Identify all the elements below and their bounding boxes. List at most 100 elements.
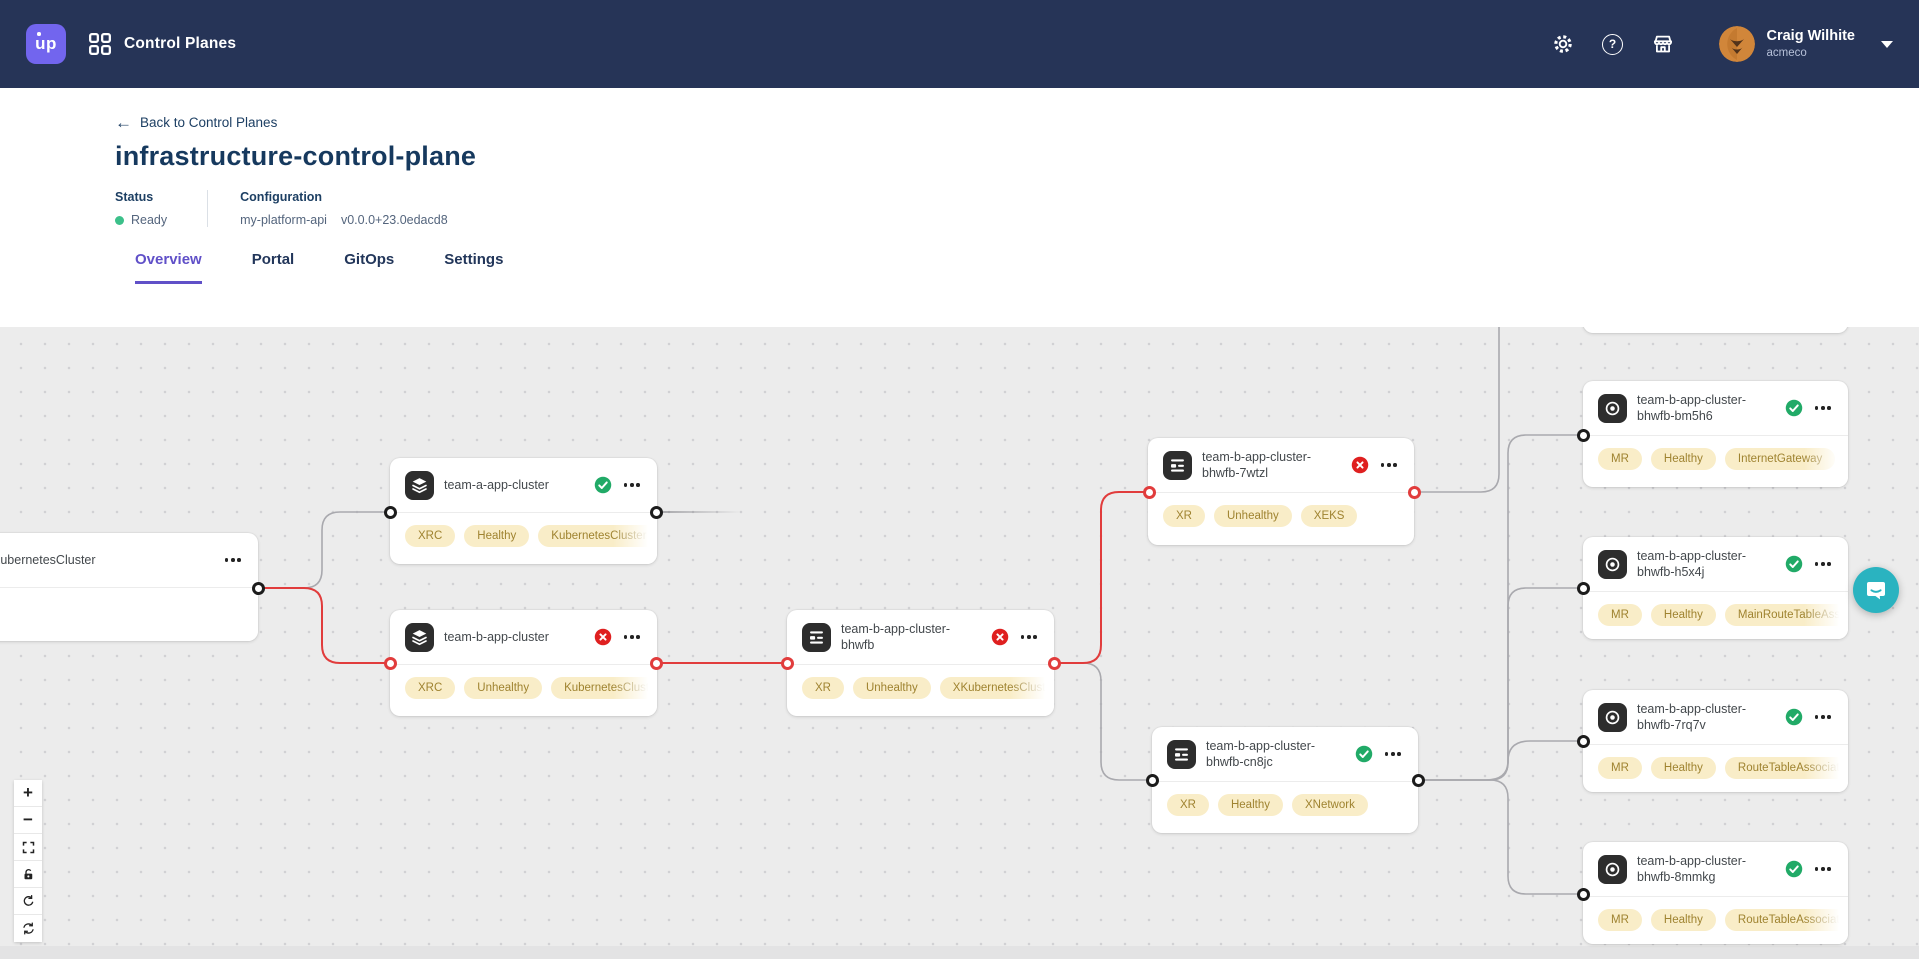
composite-icon <box>1167 739 1196 769</box>
tab-bar: Overview Portal GitOps Settings <box>0 251 1919 284</box>
meta-divider <box>207 190 209 227</box>
lock-button[interactable] <box>14 861 42 888</box>
node-menu-button[interactable] <box>1019 629 1039 645</box>
node-menu-button[interactable] <box>1813 400 1833 416</box>
connection-handle[interactable] <box>1576 734 1590 748</box>
chat-launcher-button[interactable] <box>1853 567 1899 613</box>
resource-badge: KubernetesCluster <box>551 677 657 699</box>
status-error-icon <box>1351 456 1369 474</box>
resource-badge: MainRouteTableAssociation <box>1724 604 1848 626</box>
help-icon[interactable]: ? <box>1601 32 1625 56</box>
user-name: Craig Wilhite <box>1766 28 1856 45</box>
node-badges: XRC Unhealthy KubernetesCluster <box>390 664 657 712</box>
node-badges: MR Healthy MainRouteTableAssociation <box>1583 591 1848 639</box>
layers-icon <box>405 470 434 500</box>
reset-view-button[interactable] <box>14 888 42 915</box>
tab-settings[interactable]: Settings <box>444 251 504 268</box>
app-title: Control Planes <box>124 35 237 52</box>
graph-edge <box>1414 327 1500 493</box>
connection-handle[interactable] <box>1142 485 1156 499</box>
graph-edge <box>1418 587 1583 781</box>
connection-handle[interactable] <box>1145 773 1159 787</box>
connection-handle[interactable] <box>649 656 663 670</box>
connection-handle[interactable] <box>383 656 397 670</box>
node-title: team-b-app-cluster-bhwfb-7rq7v <box>1637 701 1747 732</box>
resource-graph-canvas[interactable]: +− KKubernetesClusterAPI team-a-app-clust… <box>0 327 1919 959</box>
configuration-version: v0.0.0+23.0edacd8 <box>340 213 448 227</box>
upbound-logo[interactable]: up <box>26 24 66 64</box>
refresh-button[interactable] <box>14 915 42 942</box>
node-menu-button[interactable] <box>1383 746 1403 762</box>
zoom-in-button[interactable]: + <box>14 780 42 807</box>
connection-handle[interactable] <box>1411 773 1425 787</box>
resource-badge: Healthy <box>1650 448 1716 470</box>
connection-handle[interactable] <box>649 505 663 519</box>
grid-icon <box>88 32 112 56</box>
resource-badge: Healthy <box>1650 604 1716 626</box>
tab-overview[interactable]: Overview <box>135 251 202 284</box>
logo-dot <box>37 32 41 36</box>
connection-handle[interactable] <box>251 581 265 595</box>
node-title: team-b-app-cluster <box>444 629 549 644</box>
node-menu-button[interactable] <box>1813 709 1833 725</box>
resource-badge: Healthy <box>1217 794 1283 816</box>
tab-portal[interactable]: Portal <box>251 251 295 268</box>
chevron-down-icon <box>1881 40 1893 48</box>
node-title: team-a-app-cluster <box>444 477 549 492</box>
fit-view-button[interactable] <box>14 834 42 861</box>
zoom-out-button[interactable]: − <box>14 807 42 834</box>
graph-edge <box>1418 779 1583 895</box>
node-title: team-b-app-cluster-bhwfb-bm5h6 <box>1637 392 1747 423</box>
graph-node-kubernetes-cluster[interactable]: KKubernetesClusterAPI <box>0 533 258 641</box>
connection-handle[interactable] <box>1576 887 1590 901</box>
connection-handle[interactable] <box>1407 485 1421 499</box>
node-divider <box>390 664 657 665</box>
connection-handle[interactable] <box>1047 656 1061 670</box>
status-ready-dot <box>115 215 124 225</box>
node-menu-button[interactable] <box>1379 457 1399 473</box>
resource-badge: XKubernetesCluster <box>939 677 1054 699</box>
graph-edge <box>258 587 390 664</box>
node-divider <box>1583 591 1848 592</box>
graph-edge <box>1054 491 1149 664</box>
connection-handle[interactable] <box>1576 428 1590 442</box>
graph-edge <box>1418 740 1583 781</box>
settings-gear-icon[interactable] <box>1551 32 1575 56</box>
resource-badge: MR <box>1598 604 1642 626</box>
node-menu-button[interactable] <box>622 629 642 645</box>
resource-badge: Healthy <box>1650 909 1716 931</box>
resource-badge: XRC <box>405 525 456 547</box>
connection-handle[interactable] <box>383 505 397 519</box>
node-menu-button[interactable] <box>223 552 243 568</box>
tab-gitops[interactable]: GitOps <box>344 251 395 268</box>
node-menu-button[interactable] <box>1813 861 1833 877</box>
node-divider <box>1148 492 1414 493</box>
resource-badge: RouteTableAssociation <box>1724 909 1848 931</box>
connection-handle[interactable] <box>780 656 794 670</box>
back-to-control-planes-link[interactable]: ← Back to Control Planes <box>115 114 277 131</box>
resource-badge: XRC <box>405 677 456 699</box>
composite-icon <box>802 622 831 652</box>
node-title: team-b-app-cluster-bhwfb-h5x4j <box>1637 548 1747 579</box>
resource-badge: Unhealthy <box>464 677 543 699</box>
avatar <box>1718 26 1755 62</box>
graph-node-partial-top-node[interactable] <box>1583 327 1848 333</box>
node-title: KubernetesCluster <box>0 552 96 567</box>
node-menu-button[interactable] <box>622 477 642 493</box>
user-menu[interactable]: Craig Wilhite acmeco <box>1718 26 1893 62</box>
connection-handle[interactable] <box>1576 581 1590 595</box>
resource-badge: MR <box>1598 448 1642 470</box>
node-title: team-b-app-cluster-bhwfb-7wtzl <box>1202 449 1312 480</box>
node-menu-button[interactable] <box>1813 556 1833 572</box>
marketplace-icon[interactable] <box>1651 32 1675 56</box>
